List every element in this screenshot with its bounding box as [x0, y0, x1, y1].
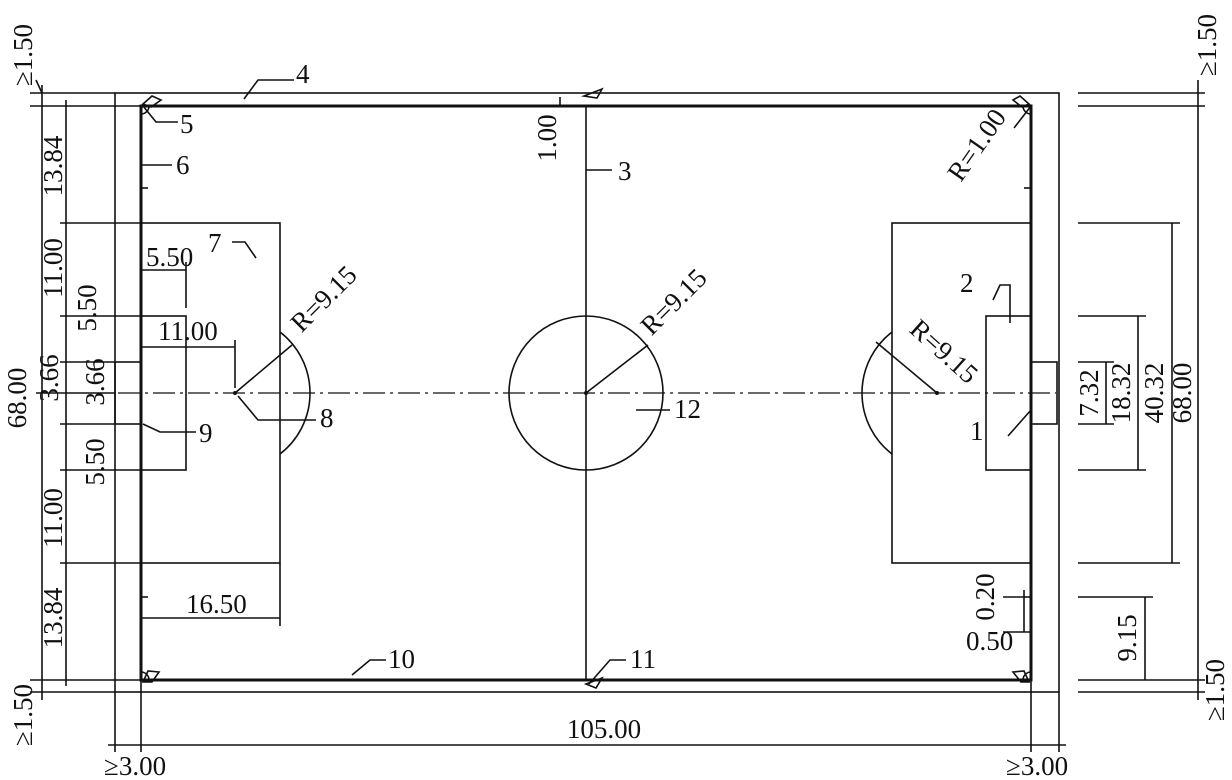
- left-penalty-arc: [279, 331, 311, 455]
- corner-radius-line: [1013, 105, 1032, 129]
- callout-12: 12: [674, 394, 701, 424]
- dim-0-50-label: 0.50: [966, 626, 1013, 656]
- callout-11: 11: [630, 644, 656, 674]
- callout-3: 3: [618, 156, 632, 186]
- callout-9: 9: [199, 418, 213, 448]
- corner-mark-distance-label: 9.15: [1112, 614, 1142, 661]
- left-5-50-bottom-label: 5.50: [80, 438, 110, 485]
- center-radius-label: R=9.15: [635, 263, 713, 341]
- margin-bottom-right-label: ≥1.50: [1200, 659, 1230, 721]
- callout-labels: 1 2 3 4 5 6 7 8 9 10 11 12: [176, 59, 984, 674]
- leader-lines: [141, 79, 1032, 685]
- callout-4: 4: [296, 59, 310, 89]
- callout-10: 10: [388, 644, 415, 674]
- callout-1: 1: [970, 416, 984, 446]
- dimension-labels: ≥1.50 ≥1.50 ≥1.50 ≥1.50 68.00 13.84 11.0…: [2, 14, 1230, 780]
- corner-flag-bottom-left: [141, 670, 161, 683]
- side-left-label: ≥3.00: [104, 751, 166, 780]
- overall-width-left-label: 68.00: [2, 368, 32, 429]
- left-5-50-top-label: 5.50: [72, 284, 102, 331]
- corner-flag-top-left: [141, 95, 163, 108]
- arc-radius-left-label: R=9.15: [285, 260, 363, 338]
- margin-top-left-label: ≥1.50: [8, 24, 38, 86]
- left-arc-radius-line: [234, 344, 293, 394]
- goal-area-depth-label: 5.50: [146, 242, 193, 272]
- callout-7: 7: [208, 228, 222, 258]
- margin-top-right-label: ≥1.50: [1192, 14, 1222, 76]
- penalty-area-depth-label: 16.50: [186, 589, 247, 619]
- field-geometry: [114, 87, 1060, 693]
- left-13-84-top-label: 13.84: [38, 135, 68, 196]
- penalty-spot-distance-label: 11.00: [158, 316, 218, 346]
- arc-radius-right-label: R=9.15: [904, 313, 984, 389]
- left-13-84-bottom-label: 13.84: [38, 587, 68, 648]
- overall-width-right-label: 68.00: [1167, 363, 1197, 424]
- center-radius-line: [585, 344, 649, 394]
- dim-0-20-label: 0.20: [970, 573, 1000, 620]
- penalty-area-width-label: 40.32: [1139, 363, 1169, 424]
- callout-8: 8: [320, 403, 334, 433]
- center-circle: [508, 315, 664, 471]
- right-goal: [1030, 361, 1058, 425]
- left-11-00-bottom-label: 11.00: [38, 488, 68, 548]
- corner-flag-top-right: [1011, 95, 1031, 108]
- goal-width-label: 7.32: [1074, 369, 1104, 416]
- halfway-flag-top: [580, 87, 604, 99]
- callout-5: 5: [180, 109, 194, 139]
- side-right-label: ≥3.00: [1006, 751, 1068, 780]
- right-arc-radius-line: [875, 341, 938, 394]
- left-3-66-b-label: 3.66: [80, 358, 110, 405]
- left-11-00-top-label: 11.00: [38, 238, 68, 298]
- margin-bottom-left-label: ≥1.50: [8, 684, 38, 746]
- corner-flag-bottom-right: [1011, 670, 1031, 683]
- halfway-flag-bottom: [583, 676, 604, 689]
- corner-radius-label: R=1.00: [941, 103, 1012, 186]
- mark-offset-label: 1.00: [532, 114, 562, 161]
- dimension-lines: [30, 79, 1205, 752]
- overall-length-label: 105.00: [567, 714, 641, 744]
- left-3-66-a-label: 3.66: [34, 354, 64, 401]
- callout-6: 6: [176, 150, 190, 180]
- callout-2: 2: [960, 268, 974, 298]
- goal-area-width-label: 18.32: [1106, 363, 1136, 424]
